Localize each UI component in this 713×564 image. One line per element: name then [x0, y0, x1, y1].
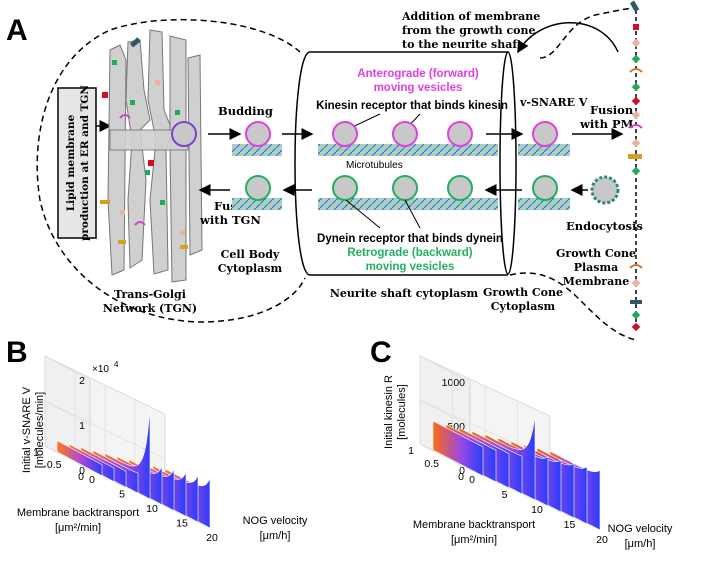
y-tick-label: 0.5 [424, 458, 439, 470]
neurite-shaft-label: Neurite shaft cytoplasm [330, 287, 479, 300]
z-exponent-power: 4 [114, 360, 119, 369]
retrograde-vesicles [318, 175, 498, 210]
vsnare-label: v-SNARE V [519, 96, 588, 109]
plasma-membrane-proteins [628, 0, 643, 332]
x-tick-label: 0 [89, 474, 95, 486]
retrograde-line2: moving vesicles [366, 261, 455, 273]
tgn-budding-vesicle [171, 121, 197, 147]
gc-cyto-line1: Growth Cone [483, 286, 563, 299]
panel-c-letter: C [370, 336, 392, 369]
tgn-label-line2: Network (TGN) [103, 302, 197, 315]
x-axis-label-line1: NOG velocity [608, 523, 673, 535]
x-tick-label: 0 [469, 474, 475, 486]
anterograde-line1: Anterograde (forward) [357, 68, 479, 80]
x-tick-label: 20 [596, 534, 608, 546]
gc-cyto-line2: Cytoplasm [491, 300, 556, 313]
y-axis-label-line2: [μm²/min] [451, 534, 497, 546]
dynein-receptor-label: Dynein receptor that binds dynein [317, 233, 503, 245]
microtubules-label: Microtubules [346, 160, 403, 171]
y-axis-label-line1: Membrane backtransport [17, 507, 139, 519]
growth-cone-boundary-top [539, 7, 637, 59]
y-tick-label: 1 [33, 447, 39, 459]
x-tick-label: 20 [206, 532, 218, 544]
tgn-label-line1: Trans-Golgi [114, 288, 186, 301]
lipid-box-line1: Lipid membrane [65, 114, 77, 211]
anterograde-line2: moving vesicles [374, 82, 463, 94]
lipid-box-line2: production at ER and TGN [79, 85, 91, 241]
x-tick-label: 15 [176, 518, 188, 530]
y-tick-label: 0 [78, 471, 84, 483]
z-axis-label-line2: [molecules] [396, 384, 408, 440]
x-tick-label: 5 [502, 489, 508, 501]
x-axis-label-line2: [μm/h] [260, 530, 291, 542]
trans-golgi-network [107, 29, 203, 283]
y-tick-label: 0 [458, 471, 464, 483]
z-axis-label-line1: Initial v-SNARE V [21, 386, 33, 473]
x-axis-label-line2: [μm/h] [625, 538, 656, 550]
cell-body-line2: Cytoplasm [218, 262, 283, 275]
growth-cone-vesicles [518, 121, 620, 210]
budding-label: Budding [218, 104, 273, 118]
endocytosis-label: Endocytosis [566, 219, 643, 233]
arrow-addition [517, 22, 619, 54]
panel-a-letter: A [6, 14, 28, 47]
waterfall-ribbon [56, 440, 103, 477]
neurite-shaft-end [499, 51, 517, 275]
addition-line3: to the neurite shaft [402, 38, 523, 51]
y-tick-label: 1 [408, 445, 414, 457]
addition-line1: Addition of membrane [401, 10, 540, 23]
z-tick-label: 0 [79, 465, 85, 477]
dynein-pointer-2 [404, 199, 421, 229]
neurite-shaft-cylinder [294, 51, 508, 276]
dynein-pointer-1 [345, 199, 381, 229]
anterograde-vesicles [318, 121, 498, 156]
y-tick-label: 0.5 [47, 459, 62, 471]
cell-body-vesicles [232, 121, 282, 210]
z-exponent-label: ×10 [92, 364, 109, 375]
growth-cone-boundary-bottom [509, 272, 637, 341]
fusion-tgn-line2: with TGN [199, 213, 261, 227]
y-axis-label-line1: Membrane backtransport [413, 519, 535, 531]
z-tick-label: 0 [459, 465, 465, 477]
z-tick-label: 1000 [442, 377, 466, 389]
cell-body-line1: Cell Body [221, 248, 280, 261]
tgn-membrane-proteins [100, 37, 188, 249]
retrograde-line1: Retrograde (backward) [347, 247, 472, 259]
gc-pm-line3: Membrane [563, 275, 629, 288]
x-tick-label: 5 [119, 489, 125, 501]
z-axis-label-line1: Initial kinesin R [383, 375, 395, 449]
waterfall-ribbon [432, 420, 484, 477]
x-axis-label-line1: NOG velocity [243, 515, 308, 527]
z-tick-label: 1 [79, 420, 85, 432]
x-tick-label: 10 [146, 503, 158, 515]
gc-pm-line2: Plasma [574, 261, 619, 274]
z-tick-label: 2 [79, 375, 85, 387]
gc-pm-line1: Growth Cone [556, 247, 636, 260]
x-tick-label: 15 [564, 519, 576, 531]
cell-body-boundary [36, 18, 306, 323]
panel-b-letter: B [6, 336, 28, 369]
lipid-membrane-box [57, 87, 97, 239]
y-axis-label-line2: [μm²/min] [55, 522, 101, 534]
fusion-pm-line1: Fusion [590, 103, 634, 117]
z-axis-label-line2: [molecules/min] [34, 392, 46, 468]
kinesin-receptor-label: Kinesin receptor that binds kinesin [316, 100, 508, 112]
addition-line2: from the growth cone [402, 24, 535, 37]
fusion-pm-line2: with PM [579, 117, 634, 131]
x-tick-label: 10 [531, 504, 543, 516]
